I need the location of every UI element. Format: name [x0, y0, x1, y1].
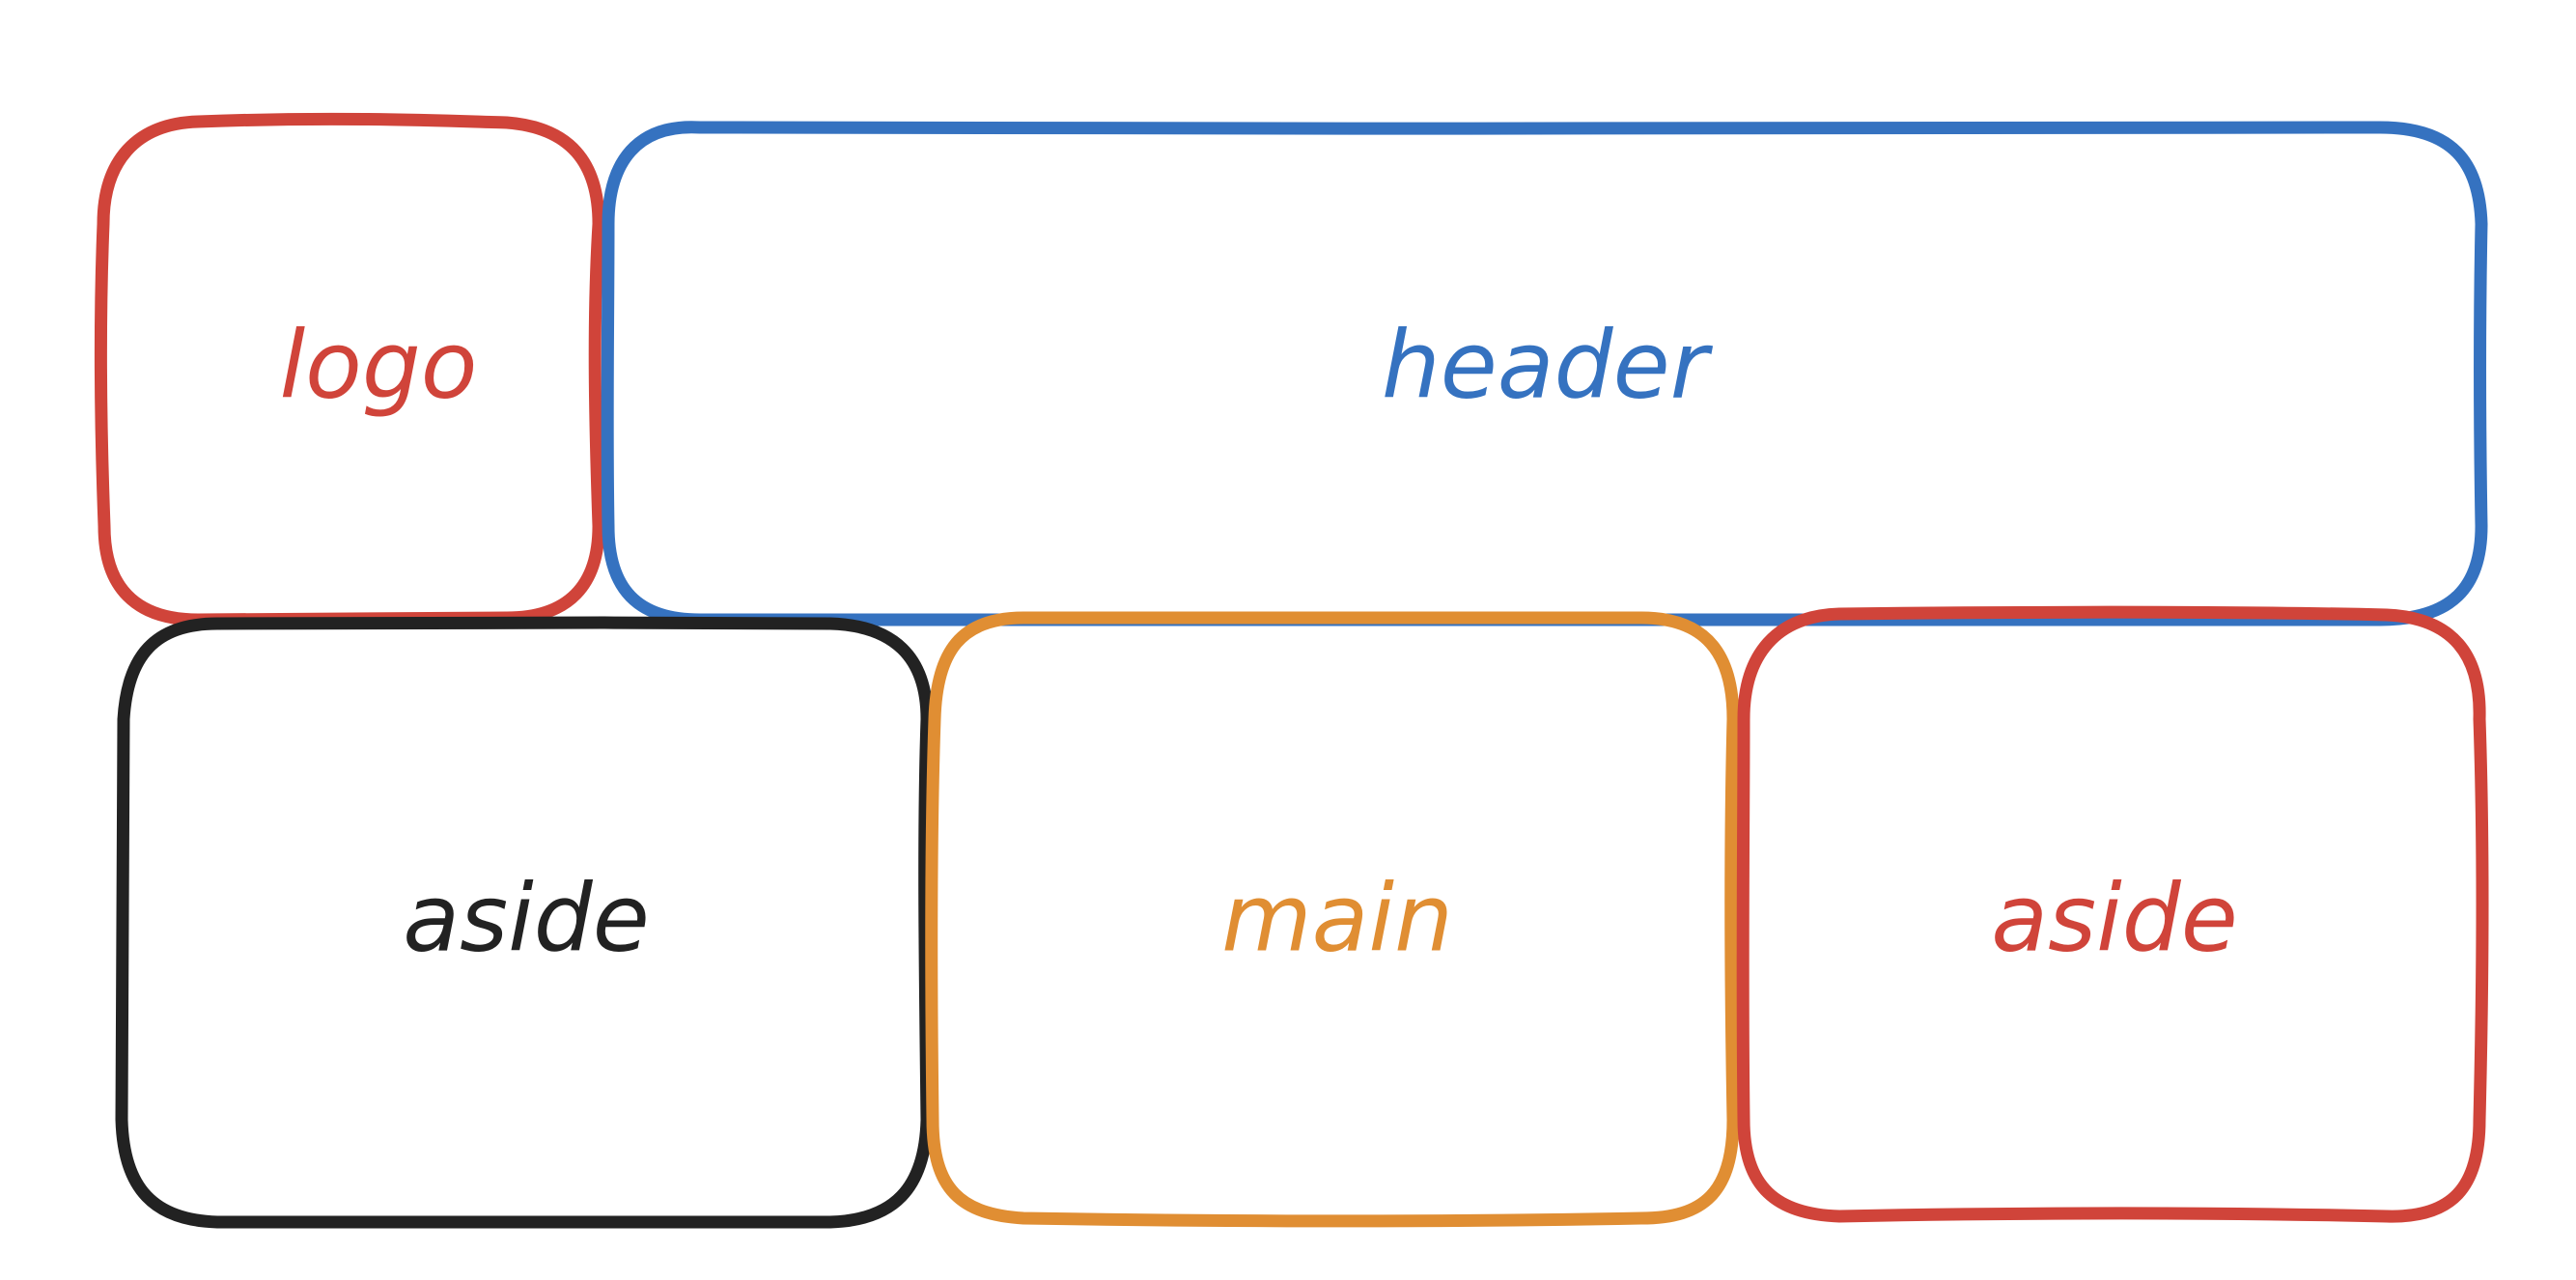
header-box-outline [601, 121, 2488, 626]
aside-right-box: aside [1736, 605, 2489, 1223]
aside-right-label: aside [1991, 864, 2238, 972]
aside-left-box-outline [115, 616, 934, 1229]
aside-left-label: aside [403, 864, 650, 972]
header-box: header [601, 121, 2488, 626]
logo-label: logo [279, 311, 477, 419]
logo-box-outline [94, 112, 605, 626]
logo-box: logo [94, 112, 605, 626]
main-label: main [1221, 864, 1453, 972]
aside-left-box: aside [115, 616, 934, 1229]
main-box-outline [925, 610, 1740, 1228]
header-label: header [1382, 311, 1714, 419]
main-box: main [925, 610, 1740, 1228]
aside-right-box-outline [1736, 605, 2489, 1223]
